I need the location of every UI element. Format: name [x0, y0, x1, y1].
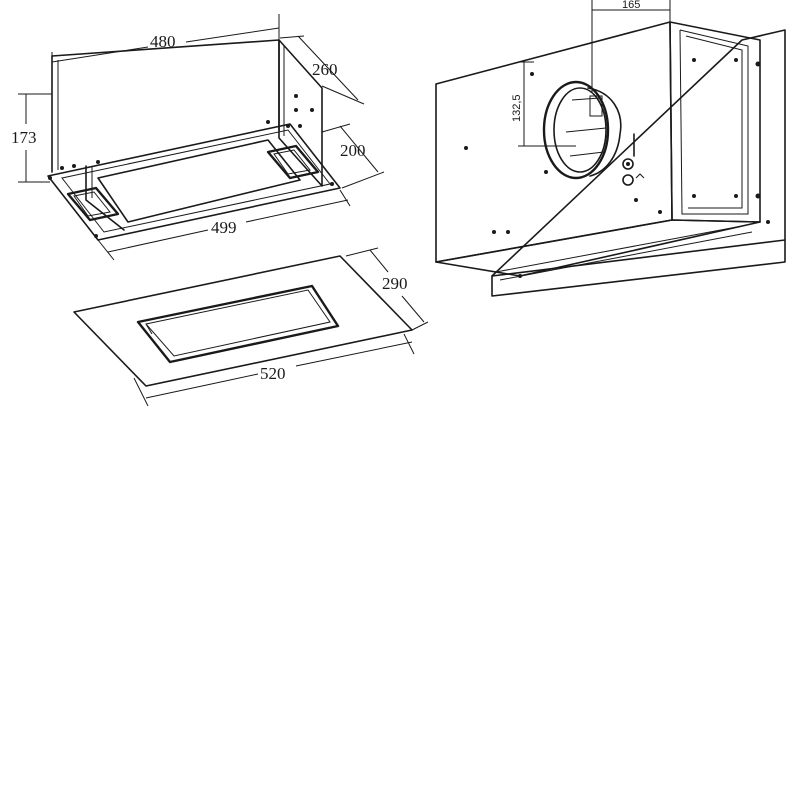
dimension-label-499: 499 [211, 218, 237, 237]
dimension-290: 290 [345, 247, 429, 331]
dimension-499: 499 [97, 189, 351, 261]
dimension-label-520: 520 [260, 364, 286, 383]
glass-panel-drawing [73, 255, 413, 387]
dimension-label-480: 480 [150, 32, 176, 51]
dimension-520: 520 [133, 333, 415, 407]
dimension-label-200: 200 [340, 141, 366, 160]
dimension-label-260: 260 [312, 60, 338, 79]
dimension-173: 173 [11, 93, 52, 183]
dimension-label-165: 165 [622, 0, 640, 11]
dimension-260: 260 [279, 35, 365, 105]
dimension-label-173: 173 [11, 128, 37, 147]
dimension-label-132-5: 132,5 [511, 94, 523, 122]
hood-outlet-view-drawing [435, 21, 786, 297]
dimension-label-290: 290 [382, 274, 408, 293]
dimension-132-5: 132,5 [511, 61, 576, 147]
dimension-480: 480 [51, 14, 280, 90]
hood-body-drawing [47, 39, 341, 241]
dimension-165: 165 [591, 0, 671, 92]
dimension-200: 200 [321, 123, 385, 189]
